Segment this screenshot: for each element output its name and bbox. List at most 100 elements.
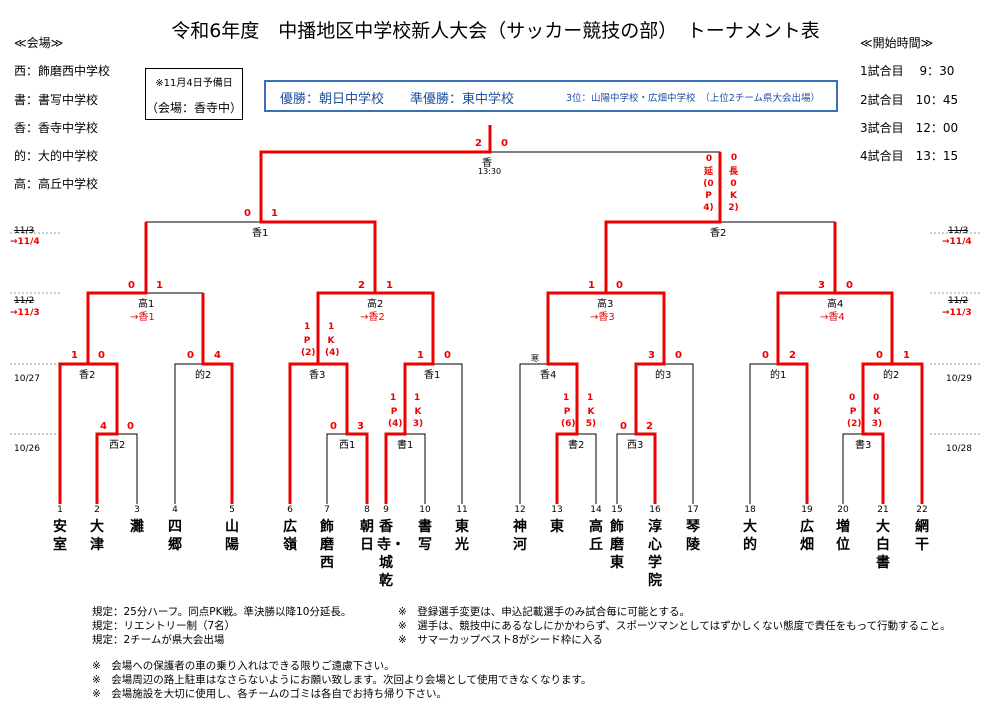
team-number: 6	[287, 505, 293, 515]
rule-note: ※ サマーカップベスト8がシード枠に入る	[398, 634, 603, 646]
team-number: 21	[877, 505, 889, 515]
score: 4	[214, 350, 221, 361]
team-number: 16	[649, 505, 661, 515]
date-r2: 10/27	[14, 374, 40, 384]
match-label: →香1	[130, 312, 155, 323]
team-name: 網干	[915, 519, 929, 553]
date-old: 11/3	[948, 226, 969, 236]
team-name: 山陽	[225, 519, 239, 553]
score: 0	[444, 350, 451, 361]
venue-item: 西：飾磨西中学校	[14, 64, 111, 78]
match-label: 西1	[339, 440, 356, 451]
third-place-text: 3位：山陽中学校・広畑中学校 （上位2チーム県大会出場）	[566, 93, 821, 104]
team-number: 4	[172, 505, 178, 515]
match-label: →香4	[820, 312, 845, 323]
result-box: 優勝：朝日中学校 準優勝：東中学校 3位：山陽中学校・広畑中学校 （上位2チーム…	[264, 80, 838, 112]
score: 0	[244, 208, 251, 219]
score-pk-detail: 長0K2)	[728, 167, 739, 213]
reserve-venue-line: （会場：香寺中）	[146, 101, 243, 115]
rule-line: 規定：25分ハーフ。同点PK戦。準決勝以降10分延長。	[92, 606, 352, 618]
winner-text: 優勝：朝日中学校 準優勝：東中学校	[280, 92, 515, 107]
time-item: 4試合目 13：15	[860, 149, 959, 163]
team-number: 19	[801, 505, 813, 515]
score-pk: 0	[705, 154, 713, 164]
page-title: 令和6年度 中播地区中学校新人大会（サッカー競技の部） トーナメント表	[171, 20, 820, 42]
rule-note: ※ 選手は、競技中にあるなしにかかわらず、スポーツマンとしてはずかしくない態度で…	[398, 620, 951, 632]
team-number: 22	[916, 505, 928, 515]
score-pk-detail: P(6)	[561, 407, 576, 429]
team-number: 2	[94, 505, 100, 515]
score: 0	[127, 421, 134, 432]
venue-header: ≪会場≫	[14, 36, 64, 50]
team-number: 7	[324, 505, 330, 515]
venue-item: 書：書写中学校	[14, 93, 99, 107]
date-old: 11/2	[948, 296, 969, 306]
team-name: 朝日	[360, 519, 374, 553]
score-pk: 0	[730, 153, 738, 163]
score: 3	[818, 280, 825, 291]
team-number: 13	[551, 505, 563, 515]
date-new: →11/3	[942, 308, 972, 318]
date-new: →11/4	[10, 237, 40, 247]
score: 0	[876, 350, 883, 361]
match-label: 書2	[568, 440, 585, 451]
time-header: ≪開始時間≫	[860, 36, 934, 50]
team-number: 17	[687, 505, 699, 515]
team-name: 神河	[513, 519, 527, 553]
team-number: 5	[229, 505, 235, 515]
score: 0	[616, 280, 623, 291]
match-label: 的3	[655, 370, 672, 381]
score: 2	[789, 350, 796, 361]
score: 0	[873, 393, 880, 403]
team-name: 東	[550, 519, 564, 535]
score: 2	[475, 138, 482, 149]
team-name: 安室	[53, 519, 67, 553]
team-name: 灘	[130, 519, 144, 535]
date-r1: 10/26	[14, 444, 40, 454]
time-item: 3試合目 12：00	[860, 121, 959, 135]
score: 1	[417, 350, 424, 361]
team-name: 大的	[743, 519, 757, 553]
team-name: 大白書	[876, 519, 890, 571]
match-label: 香2	[710, 228, 727, 239]
rule-line: 規定：リエントリー制（7名）	[92, 620, 236, 632]
score: 0	[330, 421, 337, 432]
match-label: 書1	[397, 440, 414, 451]
score: 3	[648, 350, 655, 361]
match-label: 香3	[309, 370, 326, 381]
team-name: 広畑	[800, 519, 814, 553]
team-name: 高丘	[589, 519, 603, 553]
team-number: 20	[837, 505, 849, 515]
team-number: 8	[364, 505, 370, 515]
team-name: 飾磨東	[610, 519, 624, 571]
round-separators	[10, 232, 980, 435]
match-label: 高4	[827, 299, 844, 310]
time-item: 2試合目 10：45	[860, 93, 959, 107]
venue-item: 的：大的中学校	[14, 149, 99, 163]
team-number: 12	[514, 505, 526, 515]
score: 1	[563, 393, 570, 403]
rule-note: ※ 登録選手変更は、申込記載選手のみ試合毎に可能とする。	[398, 606, 690, 618]
bracket-black	[59, 151, 923, 504]
team-name: 増位	[836, 519, 850, 553]
score-pk-detail: K5)	[585, 407, 597, 429]
match-label: 香2	[79, 370, 96, 381]
score-pk-detail: K3)	[412, 407, 424, 429]
score: 0	[128, 280, 135, 291]
score: 1	[414, 393, 421, 403]
team-number: 15	[611, 505, 623, 515]
match-label: 香1	[252, 228, 269, 239]
score: 0	[98, 350, 105, 361]
venue-note: ※ 会場施設を大切に使用し、各チームのゴミは各自でお持ち帰り下さい。	[92, 688, 447, 700]
score: 1	[156, 280, 163, 291]
score: 3	[357, 421, 364, 432]
date-old: 11/3	[14, 226, 35, 236]
team-name: 飾磨西	[320, 519, 334, 571]
venue-item: 高：高丘中学校	[14, 177, 99, 191]
score: 0	[849, 393, 856, 403]
score: 1	[386, 280, 393, 291]
match-label: 高3	[597, 299, 614, 310]
reserve-day-line: ※11月4日予備日	[155, 78, 233, 89]
match-label: 書3	[855, 440, 872, 451]
